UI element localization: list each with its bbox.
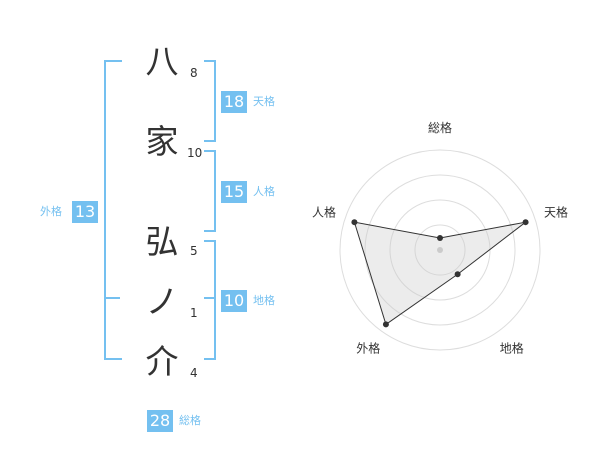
tenkaku-score: 18	[221, 91, 247, 113]
chikaku-bracket-tick	[204, 297, 216, 299]
stroke-count-5: 4	[190, 366, 198, 380]
chikaku-bracket	[204, 240, 216, 360]
soukaku-label: 総格	[179, 414, 201, 427]
radar-area	[353, 221, 526, 326]
radar-axis-label: 外格	[356, 341, 380, 356]
radar-point	[437, 235, 443, 241]
chikaku-label: 地格	[253, 294, 275, 307]
jinkaku-label: 人格	[253, 185, 275, 198]
stroke-count-4: 1	[190, 306, 198, 320]
radar-ring	[339, 149, 541, 351]
name-char-4: ノ	[145, 282, 179, 321]
radar-point	[382, 321, 389, 328]
radar-ring	[414, 224, 466, 276]
gaikaku-label: 外格	[40, 205, 62, 218]
radar-axis-label: 総格	[428, 120, 452, 135]
soukaku-score: 28	[147, 410, 173, 432]
gaikaku-score: 13	[72, 201, 98, 223]
name-char-5: 介	[145, 342, 179, 381]
radar-ring	[364, 174, 516, 326]
gaikaku-bracket	[104, 60, 122, 360]
stroke-count-3: 5	[190, 244, 198, 258]
radar-point	[351, 219, 358, 226]
chikaku-score: 10	[221, 290, 247, 312]
jinkaku-bracket	[204, 150, 216, 232]
name-char-1: 八	[145, 42, 179, 81]
name-char-3: 弘	[145, 222, 179, 261]
tenkaku-label: 天格	[253, 95, 275, 108]
radar-axis-label: 地格	[500, 341, 524, 356]
radar-axis-label: 人格	[312, 204, 336, 219]
radar-center	[437, 247, 443, 253]
gaikaku-bracket-tick	[104, 297, 120, 299]
radar-axis-label: 天格	[544, 204, 568, 219]
jinkaku-score: 15	[221, 181, 247, 203]
stroke-count-1: 8	[190, 66, 198, 80]
tenkaku-bracket	[204, 60, 216, 142]
name-char-2: 家	[145, 122, 179, 161]
radar-point	[454, 271, 461, 278]
stroke-count-2: 10	[187, 146, 203, 160]
radar-point	[522, 219, 529, 226]
